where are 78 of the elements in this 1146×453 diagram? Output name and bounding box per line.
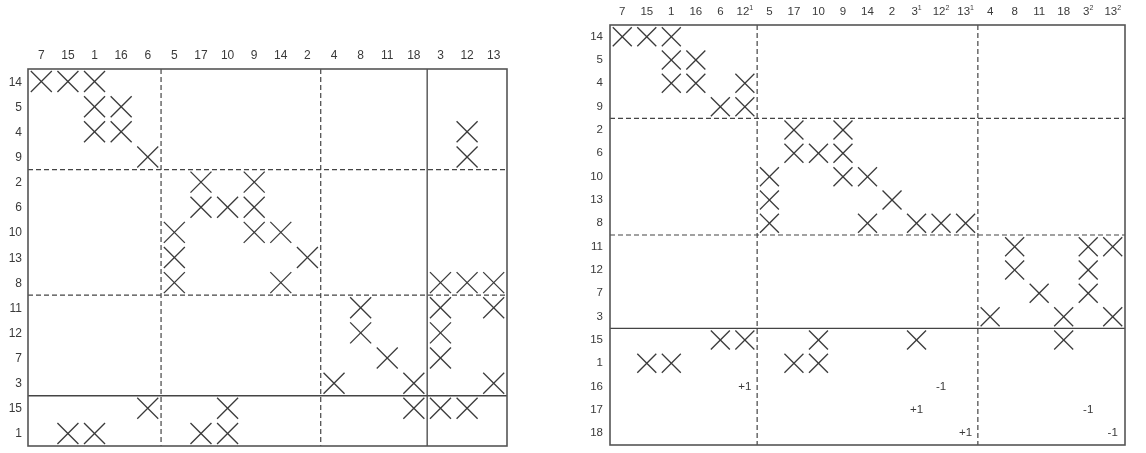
row-header: 17: [590, 404, 603, 416]
row-header: 5: [596, 54, 603, 66]
column-header: 4: [330, 49, 338, 61]
column-header: 16: [114, 49, 128, 61]
column-header: 1: [91, 49, 98, 61]
row-header: 11: [9, 301, 22, 314]
row-header: 16: [590, 380, 603, 393]
column-header: 1: [668, 6, 675, 18]
column-header: 5: [171, 49, 178, 61]
row-header: 8: [596, 217, 603, 230]
row-header: 10: [8, 226, 22, 239]
column-header: 16: [689, 6, 703, 18]
column-header: 14: [861, 6, 874, 18]
row-header: 1: [596, 357, 603, 370]
row-header: 12: [8, 326, 22, 339]
column-header: 14: [274, 49, 288, 61]
column-header: 12$^{2}$: [932, 6, 950, 18]
column-header: 13$^{2}$: [1104, 6, 1122, 18]
row-header: 13: [590, 194, 603, 206]
row-header: 12: [590, 264, 603, 276]
row-header: 1: [15, 427, 22, 440]
row-header: 6: [596, 147, 603, 160]
column-header: 12$^{1}$: [736, 6, 754, 18]
row-header: 2: [15, 176, 22, 189]
row-header: 3: [596, 310, 603, 323]
row-header: 18: [590, 427, 603, 440]
row-header: 3: [15, 377, 22, 390]
column-header: 3$^{2}$: [1083, 6, 1094, 18]
column-header: 12: [460, 49, 474, 61]
matrix-entry: +1: [959, 427, 973, 440]
row-header: 5: [15, 100, 22, 113]
row-header: 10: [590, 170, 603, 183]
column-header: 15: [61, 49, 75, 61]
row-header: 15: [590, 334, 603, 346]
column-header: 4: [986, 6, 994, 18]
column-header: 11: [1033, 6, 1046, 18]
column-header: 9: [839, 6, 847, 18]
column-header: 13$^{1}$: [957, 6, 974, 18]
row-header: 14: [8, 75, 22, 88]
matrix-entry: -1: [1083, 404, 1094, 416]
matrix-entry: +1: [910, 404, 924, 416]
column-header: 17: [787, 6, 801, 18]
column-header: 8: [1011, 6, 1018, 18]
column-header: 2: [304, 49, 311, 61]
matrix-entry: +1: [738, 380, 752, 393]
row-header: 7: [596, 287, 603, 300]
row-header: 8: [15, 276, 22, 289]
row-header: 4: [596, 77, 603, 90]
column-header: 9: [250, 49, 258, 61]
column-header: 2: [888, 6, 896, 18]
row-header: 13: [8, 251, 22, 264]
row-header: 2: [596, 124, 603, 136]
column-header: 6: [144, 49, 152, 61]
row-header: 9: [596, 100, 603, 113]
row-header: 6: [15, 201, 22, 214]
column-header: 8: [357, 49, 364, 61]
column-header: 13: [487, 49, 501, 61]
row-header: 7: [15, 352, 22, 365]
row-header: 9: [15, 150, 22, 163]
row-header: 11: [591, 240, 603, 253]
column-header: 3: [437, 49, 444, 61]
column-header: 17: [194, 49, 208, 61]
row-header: 15: [8, 402, 22, 415]
row-header: 4: [15, 125, 22, 138]
column-header: 18: [1057, 6, 1071, 18]
column-header: 15: [640, 6, 654, 18]
column-header: 7: [37, 49, 45, 61]
column-header: 10: [812, 6, 825, 18]
matrix-entry: -1: [1107, 427, 1118, 440]
column-header: 7: [619, 6, 626, 18]
column-header: 6: [717, 6, 724, 18]
column-header: 10: [220, 49, 235, 61]
column-header: 3$^{1}$: [911, 6, 922, 18]
column-header: 11: [381, 49, 394, 61]
matrix-entry: -1: [935, 380, 947, 393]
row-header: 14: [590, 30, 603, 43]
column-header: 18: [407, 49, 421, 61]
column-header: 5: [766, 6, 773, 18]
